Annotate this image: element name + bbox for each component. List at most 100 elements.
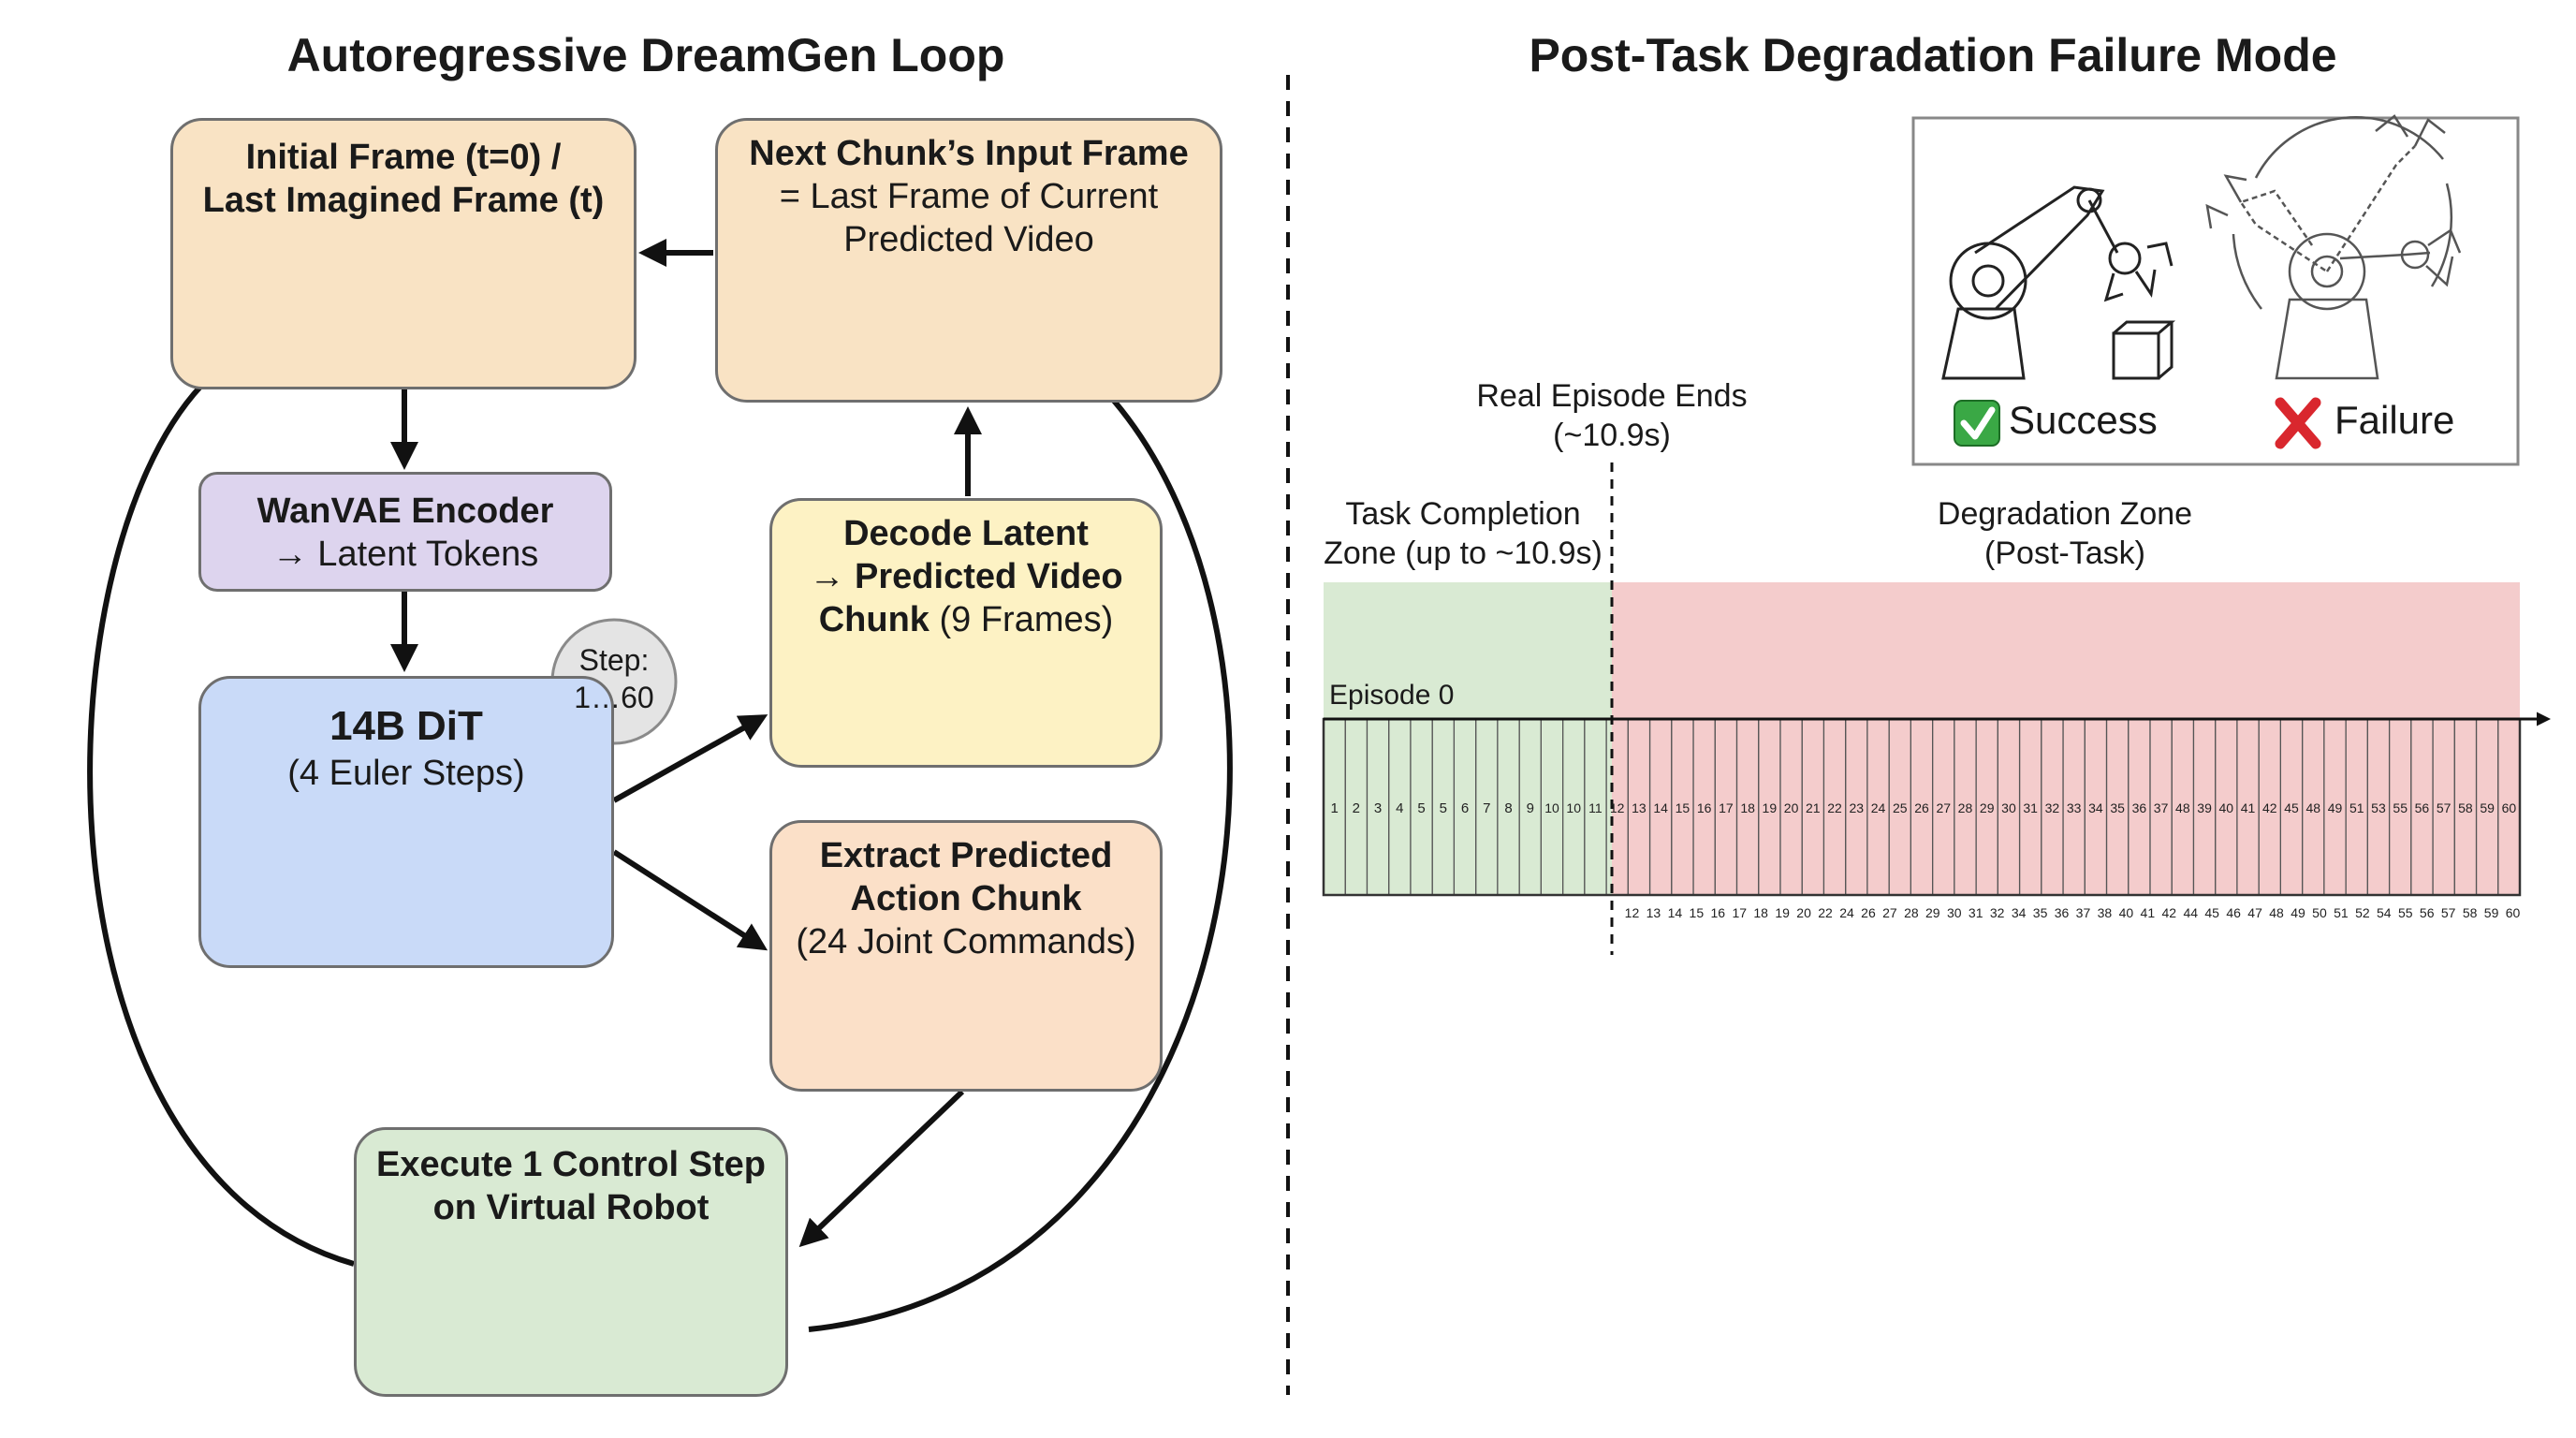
task-zone-line2: Zone (up to ~10.9s) [1324,536,1603,571]
timeline-cell-label: 48 [2175,800,2190,815]
timeline-cell-label: 3 [1374,800,1382,816]
timeline-bottom-label: 38 [2098,905,2113,920]
timeline-cell-label: 34 [2088,800,2103,815]
timeline-cell-label: 56 [2415,800,2430,815]
timeline-cell-label: 22 [1827,800,1842,815]
decode-line1: Decode Latent [843,514,1089,553]
timeline-bottom-label: 51 [2334,905,2349,920]
extract-line2: Action Chunk [850,879,1082,918]
timeline-cell-label: 36 [2132,800,2147,815]
timeline-cell-label: 6 [1461,800,1469,816]
timeline-bottom-label: 27 [1882,905,1897,920]
timeline-bottom-label: 55 [2398,905,2413,920]
timeline-bottom-label: 26 [1861,905,1876,920]
execute-line1: Execute 1 Control Step [376,1145,766,1184]
timeline-bottom-label: 48 [2269,905,2284,920]
timeline-cell-label: 4 [1396,800,1403,816]
episode-label: Episode 0 [1329,680,1455,711]
timeline-bottom-label: 28 [1904,905,1919,920]
success-robot-icon [1941,185,2176,380]
timeline-bottom-label: 17 [1732,905,1747,920]
degradation-zone-line1: Degradation Zone [1937,496,2193,532]
real-episode-ends-line2: (~10.9s) [1553,418,1671,453]
timeline-cell-label: 17 [1719,800,1734,815]
timeline-bottom-label: 49 [2291,905,2305,920]
timeline-bottom-label: 46 [2226,905,2241,920]
encoder-line2: → Latent Tokens [271,535,539,574]
timeline-cell-label: 21 [1806,800,1821,815]
timeline-cell-label: 32 [2045,800,2060,815]
loop-curve-right [808,399,1233,1332]
timeline-bottom-label: 30 [1947,905,1962,920]
timeline-cell-label: 5 [1440,800,1447,816]
initial-frame-box: Initial Frame (t=0) / Last Imagined Fram… [170,118,637,389]
timeline-cell-label: 28 [1958,800,1973,815]
timeline-cell-label: 37 [2154,800,2169,815]
timeline-bottom-label: 60 [2506,905,2521,920]
timeline-bottom-label: 40 [2119,905,2134,920]
arrow-dit-to-decode [612,714,768,803]
timeline-bottom-label: 29 [1925,905,1940,920]
timeline-cell-label: 53 [2371,800,2386,815]
next-chunk-line2: = Last Frame of Current [779,177,1159,216]
timeline-cell-label: 19 [1763,800,1778,815]
timeline-bottom-label: 15 [1690,905,1705,920]
failure-robot-icon [2205,114,2462,380]
timeline-bottom-label: 37 [2076,905,2091,920]
legend-failure-label: Failure [2334,398,2455,442]
timeline-bottom-label: 54 [2377,905,2392,920]
check-icon [1954,400,2000,447]
timeline-bottom-label: 52 [2355,905,2370,920]
timeline-bottom-label: 50 [2312,905,2327,920]
left-panel-title: Autoregressive DreamGen Loop [286,29,1005,81]
timeline-bottom-label: 45 [2204,905,2219,920]
timeline-cell-label: 48 [2305,800,2320,815]
timeline-bottom-label: 32 [1990,905,2005,920]
timeline-cell-label: 57 [2437,800,2452,815]
decode-line3a: Chunk [818,600,929,639]
timeline-cell-label: 14 [1653,800,1668,815]
timeline-cell-label: 33 [2067,800,2082,815]
timeline-cell-label: 39 [2197,800,2212,815]
extract-line1: Extract Predicted [819,836,1113,875]
task-completion-zone [1324,582,1612,895]
timeline-cell-label: 51 [2349,800,2364,815]
next-chunk-line1: Next Chunk’s Input Frame [749,134,1189,173]
timeline-cell-label: 41 [2241,800,2256,815]
timeline-bottom-label: 35 [2033,905,2048,920]
real-episode-ends-line1: Real Episode Ends [1476,378,1748,414]
timeline-cell-label: 42 [2262,800,2277,815]
dit-line2: (4 Euler Steps) [287,754,525,793]
loop-curve-left [87,383,355,1267]
timeline-cell-label: 25 [1893,800,1908,815]
timeline-cell-label: 27 [1936,800,1951,815]
arrow-extract-to-execute [798,1089,965,1248]
cross-icon [2275,397,2321,449]
timeline-bottom-label: 44 [2183,905,2198,920]
timeline-bottom-label: 12 [1625,905,1640,920]
timeline-bottom-label: 47 [2247,905,2262,920]
decode-line3: Chunk (9 Frames) [772,598,1160,641]
timeline-cell-label: 7 [1483,800,1490,816]
timeline-cell-label: 2 [1353,800,1360,816]
extract-box: Extract Predicted Action Chunk (24 Joint… [769,820,1163,1092]
dit-box: 14B DiT (4 Euler Steps) [198,676,614,968]
timeline-cell-label: 55 [2393,800,2408,815]
timeline-cell-label: 30 [2001,800,2016,815]
timeline-cell-label: 26 [1914,800,1929,815]
timeline-cell-label: 12 [1610,800,1625,815]
next-chunk-line3: Predicted Video [843,220,1094,259]
timeline-bottom-label: 19 [1775,905,1790,920]
arrow-dit-to-extract [612,849,768,951]
timeline-bottom-label: 24 [1839,905,1854,920]
decode-box: Decode Latent → Predicted Video Chunk (9… [769,498,1163,768]
decode-line3b: (9 Frames) [929,600,1114,639]
timeline-bottom-label: 16 [1710,905,1725,920]
timeline-cell-label: 8 [1504,800,1512,816]
timeline-cell-label: 31 [2023,800,2038,815]
timeline-cell-label: 49 [2328,800,2343,815]
right-panel-title: Post-Task Degradation Failure Mode [1529,29,2337,81]
execute-box: Execute 1 Control Step on Virtual Robot [354,1127,788,1397]
initial-frame-line2: Last Imagined Frame (t) [202,181,605,220]
